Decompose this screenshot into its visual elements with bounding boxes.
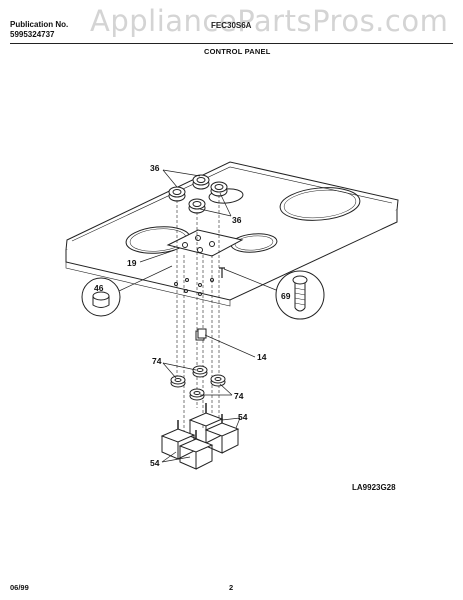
knob-4	[188, 198, 206, 214]
publication-label: Publication No.	[10, 20, 69, 29]
callout-69: 69	[281, 291, 291, 301]
burner-large-right	[279, 187, 361, 221]
section-title: CONTROL PANEL	[204, 47, 271, 56]
callout-36-bottom: 36	[232, 215, 242, 225]
infinite-switch-3	[160, 420, 196, 460]
knob-2	[192, 174, 210, 190]
grommet-2	[192, 365, 208, 378]
grommet-1	[170, 375, 186, 388]
header-divider	[10, 43, 453, 44]
model-number: FEC30S6A	[211, 21, 252, 30]
callout-46: 46	[94, 283, 104, 293]
screw-detail-circle	[275, 270, 325, 320]
callout-14: 14	[257, 352, 267, 362]
grommet-4	[189, 388, 205, 401]
knob-3	[210, 181, 228, 197]
infinite-switch-2	[204, 414, 240, 454]
callout-19: 19	[127, 258, 137, 268]
callout-74-left: 74	[152, 356, 162, 366]
footer-date: 06/99	[10, 583, 29, 592]
mounting-screw	[219, 267, 225, 278]
callout-54-right: 54	[238, 412, 248, 422]
infinite-switch-4	[178, 430, 214, 470]
control-overlay-plate	[166, 229, 244, 257]
grommet-3	[210, 374, 226, 387]
switch-bracket	[195, 328, 207, 341]
page-number: 2	[229, 583, 234, 592]
publication-number: 5995324737	[10, 30, 55, 39]
callout-36-top: 36	[150, 163, 160, 173]
callout-54-left: 54	[150, 458, 160, 468]
knob-1	[168, 186, 186, 202]
watermark: AppliancePartsPros.com	[90, 4, 449, 38]
figure-code: LA9923G28	[352, 483, 396, 492]
callout-74-right: 74	[234, 391, 244, 401]
